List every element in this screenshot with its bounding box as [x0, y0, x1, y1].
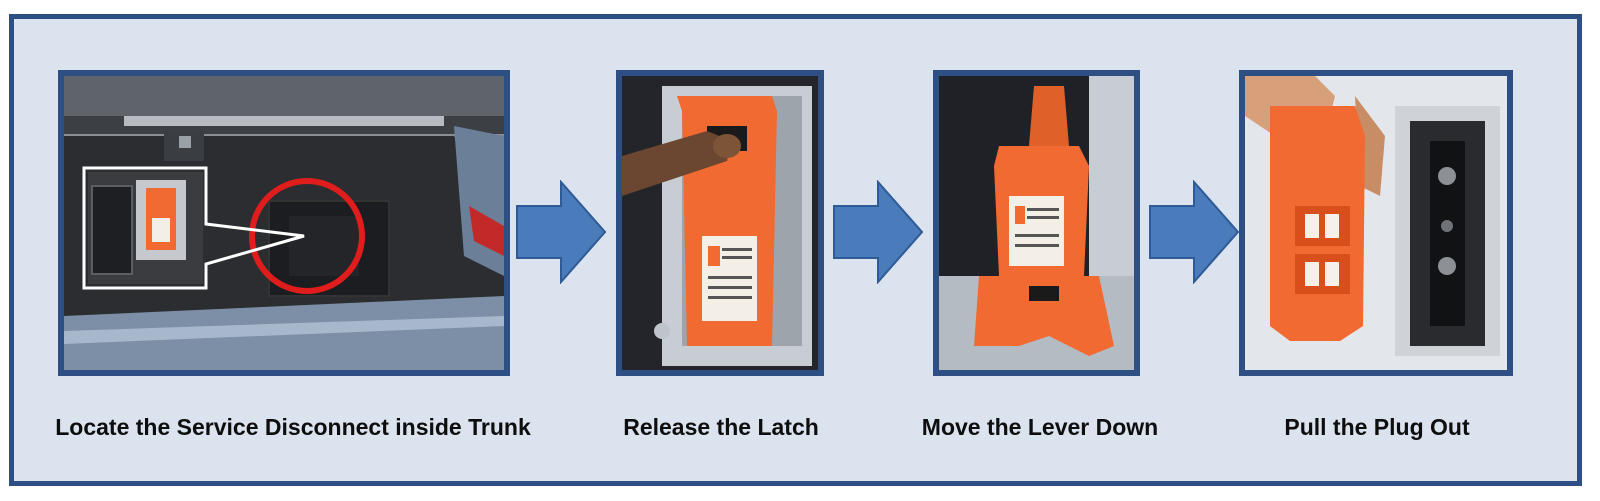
right-arrow-icon — [833, 180, 924, 284]
step-4-photo — [1239, 70, 1513, 376]
step-3-caption: Move the Lever Down — [921, 414, 1159, 440]
right-arrow-icon — [516, 180, 607, 284]
step-4-caption: Pull the Plug Out — [1284, 414, 1470, 440]
step-1-caption: Locate the Service Disconnect inside Tru… — [55, 414, 531, 440]
step-1-photo — [58, 70, 510, 376]
step-2-photo — [616, 70, 824, 376]
step-3-photo — [933, 70, 1140, 376]
step-2-caption: Release the Latch — [623, 414, 819, 440]
right-arrow-icon — [1149, 180, 1240, 284]
